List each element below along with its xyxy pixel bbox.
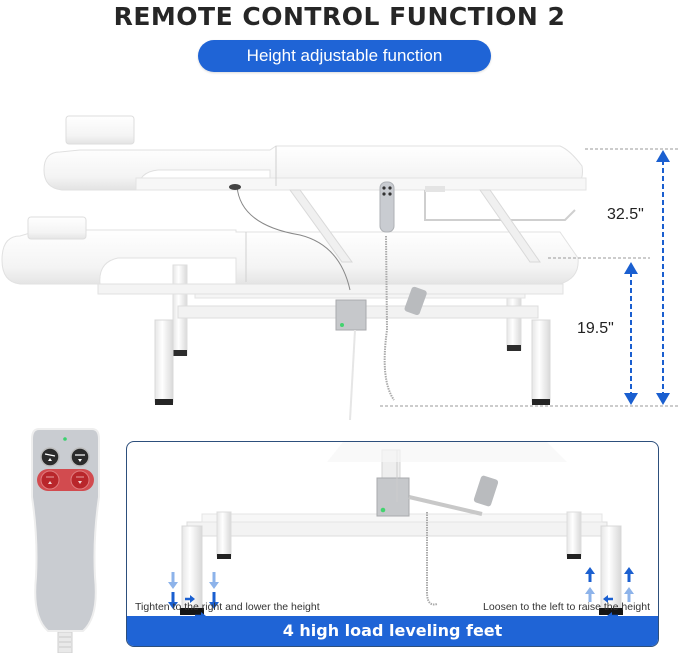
- loosen-caption: Loosen to the left to raise the height: [483, 601, 650, 613]
- power-indicator: [63, 437, 67, 441]
- leveling-feet-banner: 4 high load leveling feet: [127, 616, 658, 646]
- low-position-label: 19.5": [577, 320, 614, 337]
- height-up-button[interactable]: [40, 470, 60, 490]
- high-position-label: 32.5": [607, 206, 644, 223]
- backrest-down-button[interactable]: [70, 447, 90, 467]
- low-table: [1, 216, 579, 405]
- height-down-button[interactable]: [70, 470, 90, 490]
- height-dimension-guides: [380, 148, 679, 407]
- backrest-up-button[interactable]: [40, 447, 60, 467]
- remote-control: [31, 428, 100, 653]
- leveling-feet-inset: Tighten to the right and lower the heigh…: [126, 441, 659, 647]
- subtitle-pill: Height adjustable function: [198, 40, 491, 72]
- page-title: REMOTE CONTROL FUNCTION 2: [113, 2, 566, 31]
- tighten-caption: Tighten to the right and lower the heigh…: [135, 601, 320, 613]
- high-table: [43, 115, 587, 421]
- base-frame-closeup: [168, 442, 634, 620]
